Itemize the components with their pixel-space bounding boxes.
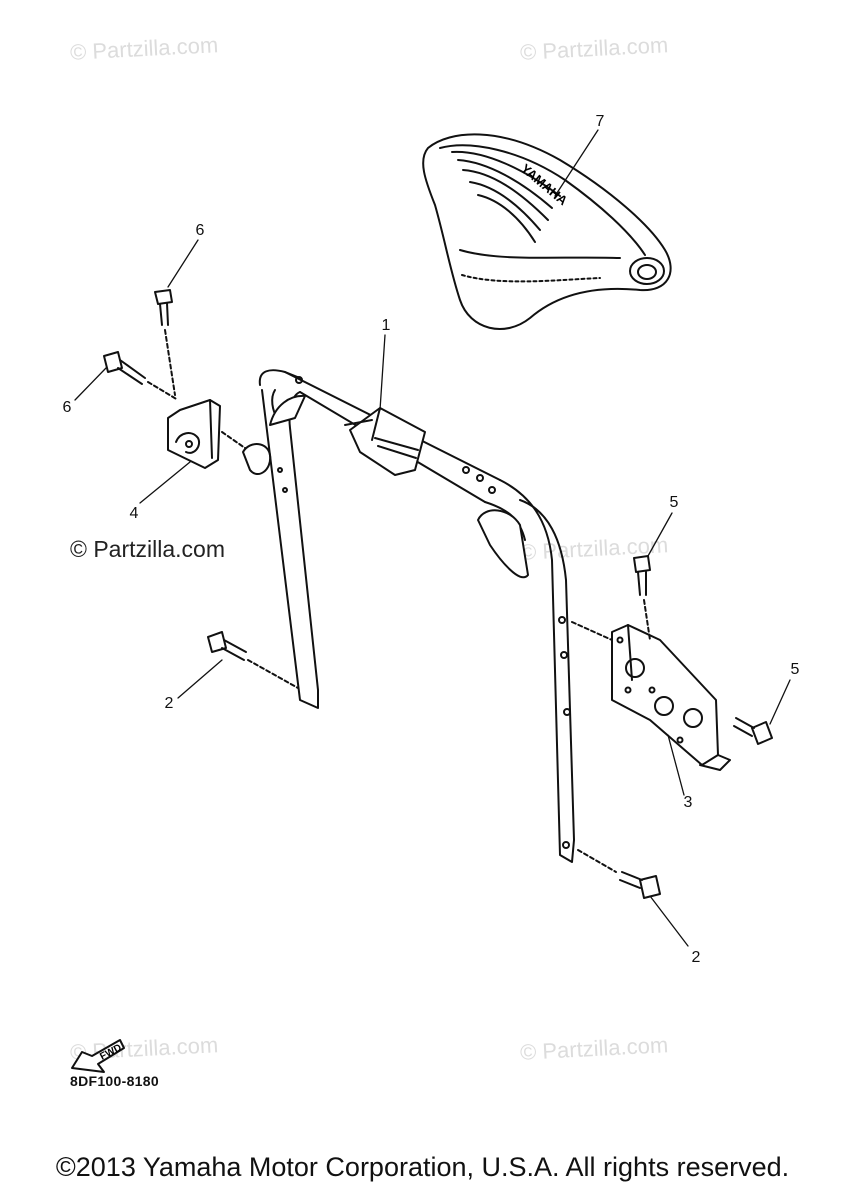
seat-part-7 — [422, 133, 672, 330]
callout-1: 1 — [381, 317, 391, 334]
bolt-part-2-right — [577, 849, 661, 899]
callout-5: 5 — [669, 494, 679, 511]
callout-2: 2 — [691, 949, 701, 966]
callout-3: 3 — [683, 794, 693, 811]
callout-4: 4 — [129, 505, 139, 522]
bracket-part-4 — [167, 399, 272, 475]
callout-6: 6 — [62, 399, 72, 416]
callout-2: 2 — [164, 695, 174, 712]
diagram-code: 8DF100-8180 — [70, 1073, 159, 1089]
leader-lines — [74, 129, 791, 947]
bolt-part-6-left — [103, 351, 179, 401]
bolt-part-5-right — [733, 717, 773, 745]
callout-7: 7 — [595, 113, 605, 130]
bolt-part-6-upper — [154, 289, 176, 396]
fwd-arrow-icon — [71, 1039, 125, 1073]
clamp-bolt — [344, 419, 419, 459]
callout-6: 6 — [195, 222, 205, 239]
copyright-notice: ©2013 Yamaha Motor Corporation, U.S.A. A… — [55, 1152, 790, 1182]
plate-part-3 — [571, 621, 731, 771]
watermark: © Partzilla.com — [70, 536, 225, 562]
fwd-label: FWD — [98, 1042, 123, 1062]
bolt-part-5-upper — [633, 555, 651, 641]
bolt-part-2-left — [207, 631, 299, 689]
callout-5: 5 — [790, 661, 800, 678]
handle-pole-part-1 — [258, 369, 575, 863]
